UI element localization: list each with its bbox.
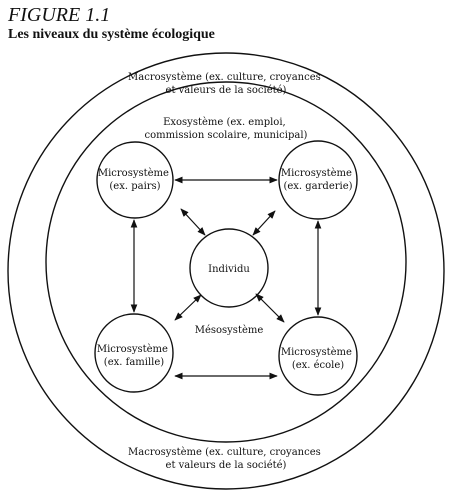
microsystem-famille-circle xyxy=(94,313,174,393)
exosystem-label: Exosystème (ex. emploi, commission scola… xyxy=(145,117,308,141)
microsystem-ecole-label: Microsystème (ex. école) xyxy=(281,347,355,371)
figure-title: Les niveaux du système écologique xyxy=(8,27,215,42)
figure-label: FIGURE 1.1 xyxy=(8,4,111,26)
mesosystem-label: Mésosystème xyxy=(195,325,264,336)
macrosystem-label-top: Macrosystème (ex. culture, croyances et … xyxy=(128,72,324,96)
macrosystem-label-bottom: Macrosystème (ex. culture, croyances et … xyxy=(128,447,324,471)
microsystem-famille-label: Microsystème (ex. famille) xyxy=(97,344,171,368)
microsystem-pairs-label: Microsystème (ex. pairs) xyxy=(98,168,172,192)
microsystem-pairs-circle xyxy=(96,141,174,219)
exosystem-circle xyxy=(45,81,407,443)
microsystem-garderie-label: Microsystème (ex. garderie) xyxy=(281,168,355,192)
macrosystem-circle xyxy=(7,52,445,490)
arrow-individu-famille xyxy=(174,294,202,321)
individu-label: Individu xyxy=(208,264,250,275)
arrow-individu-pairs xyxy=(180,208,206,236)
individu-circle xyxy=(189,228,269,308)
arrow-individu-garderie xyxy=(252,210,276,236)
microsystem-ecole-circle xyxy=(278,316,358,396)
microsystem-garderie-circle xyxy=(278,140,358,220)
arrow-individu-ecole xyxy=(255,293,285,323)
